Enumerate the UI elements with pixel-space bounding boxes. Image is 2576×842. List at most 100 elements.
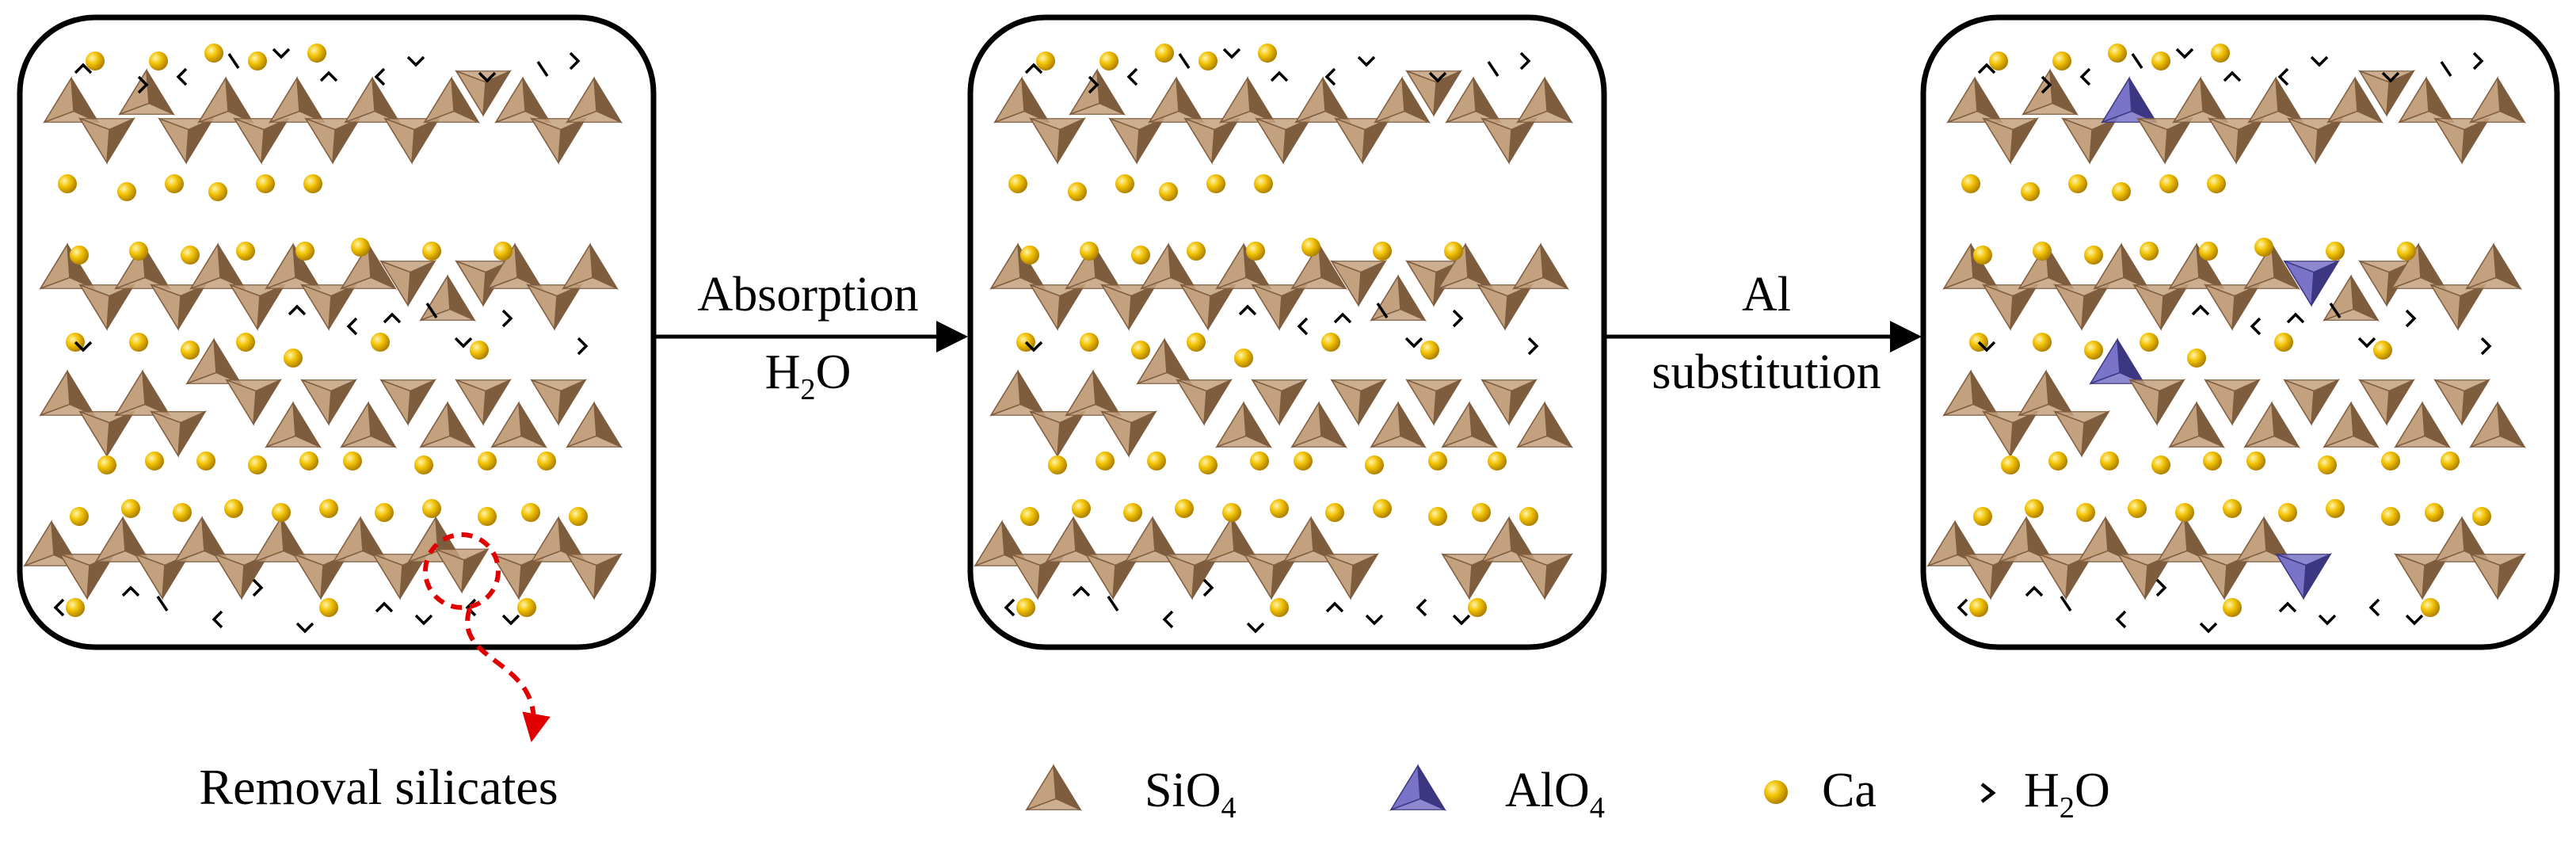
sio4-tetrahedron xyxy=(1512,242,1570,290)
sio4-tetrahedron xyxy=(1516,76,1574,124)
ca-atom xyxy=(1131,246,1150,265)
ca-atom xyxy=(2052,51,2071,70)
h2o-molecule xyxy=(1072,585,1091,597)
sio4-tetrahedron xyxy=(2394,401,2452,448)
sio4-tetrahedron xyxy=(993,76,1051,124)
sio4-tetrahedron xyxy=(304,117,362,165)
panel-substituted-content xyxy=(1926,44,2527,634)
ca-atom xyxy=(1198,51,1218,70)
h2o-molecule xyxy=(2060,596,2072,611)
ca-atom xyxy=(1020,507,1039,526)
sio4-tetrahedron xyxy=(2172,76,2230,124)
ca-atom xyxy=(236,333,255,352)
sio4-tetrahedron xyxy=(379,379,437,426)
alo4-tetrahedron xyxy=(2101,76,2159,124)
ca-atom xyxy=(307,44,326,63)
ca-atom xyxy=(2048,451,2067,471)
h2o-molecule xyxy=(478,71,497,83)
sio4-tetrahedron xyxy=(43,76,101,124)
ca-atom xyxy=(2187,349,2206,368)
sio4-tetrahedron xyxy=(2465,242,2523,290)
sio4-tetrahedron xyxy=(1294,76,1352,124)
ca-atom xyxy=(1488,451,1507,471)
ca-atom xyxy=(1301,238,1320,257)
h2o-molecule xyxy=(319,70,338,82)
h2o-molecule xyxy=(1365,614,1384,626)
ca-atom xyxy=(2381,507,2400,526)
ca-atom xyxy=(1131,341,1150,360)
sio4-tetrahedron xyxy=(1243,553,1301,600)
h2o-molecule xyxy=(1977,63,1996,74)
h2o-molecule xyxy=(1452,309,1464,328)
arrow-absorption: Absorption H2O xyxy=(655,268,968,406)
h2o-molecule xyxy=(1202,578,1214,597)
ca-atom xyxy=(1020,246,1039,265)
sio4-tetrahedron xyxy=(114,369,172,417)
sio4-tetrahedron xyxy=(1179,284,1237,331)
h2o-molecule xyxy=(2223,70,2242,82)
ca-atom xyxy=(2108,44,2127,63)
sio4-tetrahedron xyxy=(2077,516,2135,563)
h2o-molecule xyxy=(501,309,513,328)
h2o-molecule xyxy=(2286,312,2305,324)
h2o-molecule xyxy=(2278,601,2297,613)
ca-atom xyxy=(517,598,536,617)
legend-item-sio4: SiO4 xyxy=(1025,764,1237,825)
ca-atom xyxy=(129,333,148,352)
ca-atom xyxy=(149,51,168,70)
h2o-molecule xyxy=(121,585,140,597)
h2o-molecule xyxy=(1126,67,1138,86)
sio4-tetrahedron xyxy=(1445,76,1503,124)
sio4-tetrahedron xyxy=(1176,379,1233,426)
sio4-tetrahedron xyxy=(2168,401,2226,448)
sio4-tetrahedron xyxy=(1946,76,2004,124)
h2o-molecule xyxy=(1162,610,1174,629)
h2o-molecule xyxy=(74,341,93,352)
sio4-tetrahedron xyxy=(1516,401,1574,448)
ca-atom xyxy=(1428,451,1447,471)
sio4-tetrahedron xyxy=(494,76,552,124)
sio4-tetrahedron xyxy=(1480,379,1538,426)
ca-atom xyxy=(1159,182,1178,201)
h2o-molecule xyxy=(2310,55,2329,67)
h2o-molecule xyxy=(74,63,93,74)
h2o-molecule xyxy=(1376,303,1389,318)
ca-atom xyxy=(272,503,291,522)
ca-atom xyxy=(2151,455,2170,474)
ca-atom xyxy=(478,507,497,526)
ca-atom xyxy=(70,246,89,265)
sio4-tetrahedron xyxy=(530,379,588,426)
ca-atom xyxy=(1270,499,1289,518)
sio4-tetrahedron xyxy=(1215,401,1273,448)
ca-atom xyxy=(2140,333,2159,352)
arrow-al-substitution-label: Al xyxy=(1742,268,1791,322)
h2o-molecule xyxy=(536,61,549,77)
sio4-tetrahedron xyxy=(2433,117,2491,165)
ca-atom xyxy=(284,349,303,368)
sio4-tetrahedron xyxy=(292,553,350,600)
sio4-tetrahedron xyxy=(455,379,513,426)
ca-atom xyxy=(2211,44,2230,63)
sio4-tetrahedron xyxy=(197,76,255,124)
ca-atom xyxy=(2175,503,2194,522)
sio4-tetrahedron xyxy=(1251,284,1309,331)
sio4-tetrahedron xyxy=(1108,117,1166,165)
alo4-tetrahedron xyxy=(2275,553,2333,600)
arrow-absorption-sublabel: H2O xyxy=(765,345,852,406)
h2o-molecule xyxy=(465,598,477,617)
h2o-molecule xyxy=(2155,578,2167,597)
sio4-tetrahedron xyxy=(566,401,623,448)
sio4-tetrahedron xyxy=(434,547,490,594)
ca-atom xyxy=(2084,341,2103,360)
ca-atom xyxy=(1048,455,1067,474)
sio4-tetrahedron xyxy=(1045,516,1103,563)
h2o-molecule xyxy=(2025,585,2044,597)
ca-atom xyxy=(58,174,77,193)
ca-atom xyxy=(1472,503,1491,522)
ca-atom xyxy=(236,242,255,261)
sio4-tetrahedron xyxy=(2022,68,2079,116)
sio4-tetrahedron xyxy=(2208,117,2265,165)
ca-atom xyxy=(1008,174,1027,193)
ca-atom xyxy=(2159,174,2178,193)
ca-atom xyxy=(2381,451,2400,471)
